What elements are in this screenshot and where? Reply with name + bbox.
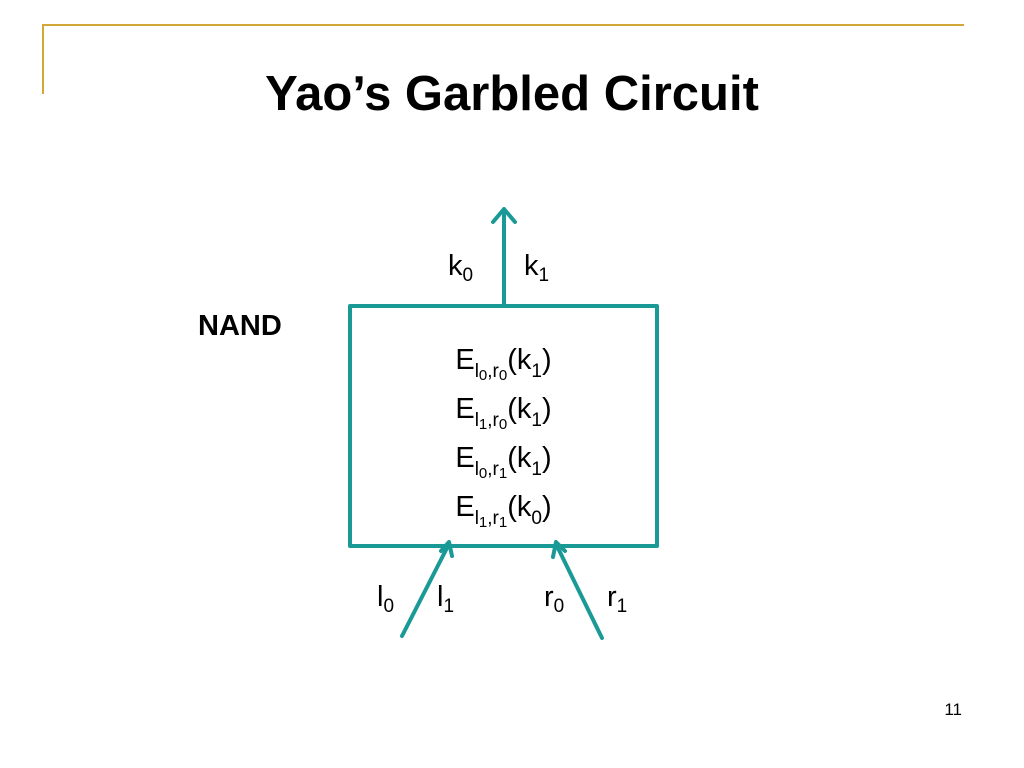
left-input-key-0-label: l0 [377, 581, 395, 617]
left-input-arrowhead [439, 540, 454, 558]
right-input-key-0-label: r0 [544, 581, 565, 617]
slide-title: Yao’s Garbled Circuit [265, 67, 759, 121]
output-key-0-label: k0 [448, 250, 474, 286]
right-input-wire [554, 542, 604, 640]
output-arrowhead [491, 207, 517, 224]
slide-page-number: 11 [944, 700, 962, 719]
slide-frame-left-rule [42, 24, 44, 94]
left-input-key-1-label: l1 [437, 581, 455, 617]
gate-type-label: NAND [198, 310, 282, 342]
garbled-table: El0,r0(k1) El1,r0(k1) El0,r1(k1) El1,r1(… [350, 336, 657, 532]
garbled-table-row: El0,r1(k1) [455, 442, 552, 482]
right-input-key-1-label: r1 [607, 581, 628, 617]
right-input-arrowhead [551, 540, 567, 559]
garbled-table-row: El1,r0(k1) [455, 393, 552, 433]
left-input-wire [400, 542, 451, 638]
slide-frame-top-rule [42, 24, 964, 26]
garbled-table-row: El0,r0(k1) [455, 344, 552, 384]
output-key-1-label: k1 [524, 250, 550, 286]
garbled-table-row: El1,r1(k0) [455, 491, 552, 531]
